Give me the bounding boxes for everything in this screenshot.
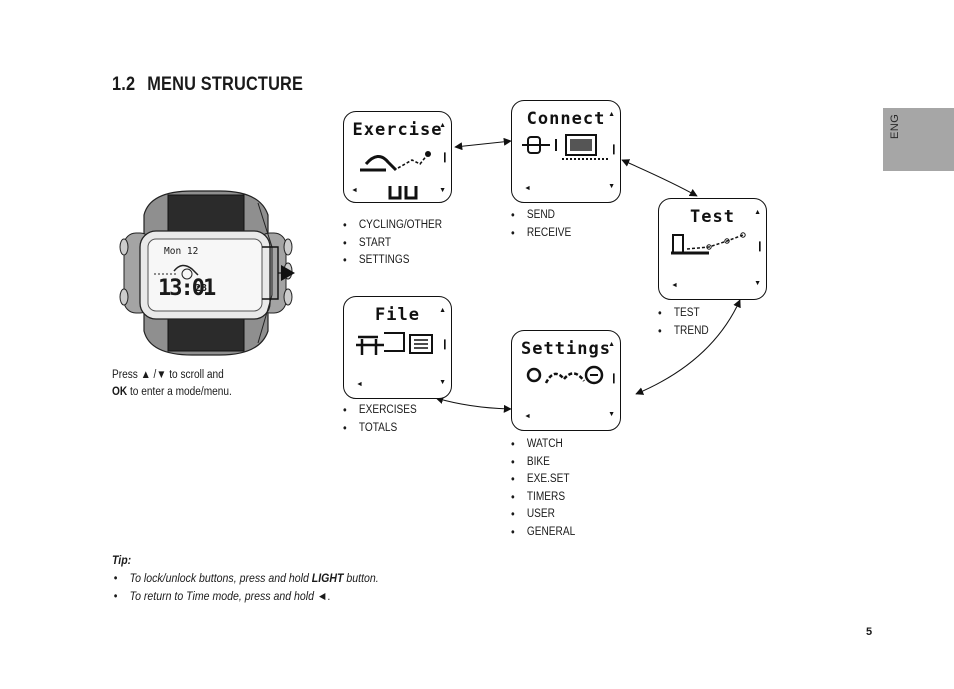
navigation-caption: Press ▲ /▼ to scroll and OK to enter a m…: [112, 367, 262, 400]
file-menu-screen[interactable]: File ▲ ▼ ◄ ❙: [343, 296, 452, 399]
up-arrow-icon: ▲: [439, 307, 446, 314]
arrow-test-settings: [635, 299, 741, 395]
file-title: File: [375, 305, 420, 325]
settings-title: Settings: [521, 339, 611, 359]
caption-text: to enter a mode/menu.: [129, 385, 232, 398]
select-indicator-icon: ❙: [755, 241, 764, 252]
test-title: Test: [690, 207, 735, 227]
watch-time: 13:01: [158, 276, 216, 301]
list-item: TEST: [658, 305, 709, 323]
list-item: EXERCISES: [343, 402, 417, 420]
back-arrow-icon: ◄: [524, 413, 531, 420]
file-icon: [356, 332, 433, 355]
list-item: TOTALS: [343, 420, 417, 438]
list-item: BIKE: [511, 454, 575, 472]
list-item: START: [343, 235, 442, 253]
section-heading: 1.2 MENU STRUCTURE: [112, 74, 303, 96]
list-item: CYCLING/OTHER: [343, 217, 442, 235]
caption-text: to scroll and: [169, 369, 224, 381]
tip-line: To lock/unlock buttons, press and hold L…: [112, 570, 379, 588]
tip-heading: Tip:: [112, 553, 132, 567]
page-number: 5: [866, 626, 873, 638]
back-arrow-icon: ◄: [671, 282, 678, 289]
back-arrow-icon: ◄.: [316, 588, 331, 603]
arrow-exercise-connect: [454, 137, 512, 151]
watch-seconds: 28: [195, 283, 208, 294]
tip-text: To return to Time mode, press and hold: [129, 588, 315, 603]
up-arrow-icon: ▲: [140, 369, 151, 381]
back-arrow-icon: ◄: [356, 381, 363, 388]
connect-title: Connect: [526, 109, 606, 129]
list-item: SEND: [511, 207, 571, 225]
tip-text: To lock/unlock buttons, press and hold: [129, 570, 309, 585]
select-indicator-icon: ❙: [609, 373, 618, 384]
ok-button-label: OK: [112, 385, 128, 398]
list-item: EXE.SET: [511, 471, 575, 489]
exercise-title: Exercise: [352, 120, 443, 140]
list-item: WATCH: [511, 436, 575, 454]
caption-separator: /: [153, 369, 157, 381]
up-arrow-icon: ▲: [754, 209, 761, 216]
language-tab[interactable]: ENG: [883, 108, 954, 171]
section-title: MENU STRUCTURE: [147, 74, 304, 95]
cycling-icon: [360, 151, 431, 200]
back-arrow-icon: ◄: [351, 187, 358, 194]
down-arrow-icon: ▼: [608, 183, 615, 190]
test-menu-screen[interactable]: Test ▲ ▼ ◄ ❙: [658, 198, 767, 300]
list-item: USER: [511, 506, 575, 524]
arrow-file-settings: [435, 396, 512, 413]
list-item: TREND: [658, 323, 709, 341]
down-arrow-icon: ▼: [439, 187, 446, 194]
up-arrow-icon: ▲: [439, 122, 446, 129]
down-arrow-icon: ▼: [156, 369, 167, 381]
select-indicator-icon: ❙: [440, 339, 449, 350]
arrow-connect-test: [621, 159, 698, 197]
settings-icon: [526, 365, 604, 385]
list-item: TIMERS: [511, 489, 575, 507]
back-arrow-icon: ◄: [524, 185, 531, 192]
up-arrow-icon: ▲: [608, 111, 615, 118]
down-arrow-icon: ▼: [608, 411, 615, 418]
select-indicator-icon: ❙: [440, 152, 449, 163]
connect-menu-screen[interactable]: Connect ▲ ▼ ◄ ❙: [511, 100, 621, 203]
watch-day: Mon 12: [164, 246, 199, 257]
list-item: SETTINGS: [343, 252, 442, 270]
tip-box: Tip: To lock/unlock buttons, press and h…: [112, 552, 379, 605]
list-item: GENERAL: [511, 524, 575, 542]
down-arrow-icon: ▼: [439, 379, 446, 386]
tip-text: button.: [346, 570, 379, 585]
file-submenu-list: EXERCISES TOTALS: [343, 402, 417, 437]
section-number: 1.2: [112, 74, 136, 95]
caption-text: Press: [112, 369, 138, 381]
test-submenu-list: TEST TREND: [658, 305, 709, 340]
light-button-label: LIGHT: [311, 570, 344, 585]
down-arrow-icon: ▼: [754, 280, 761, 287]
connect-icon: [522, 134, 608, 160]
trend-icon: [671, 232, 746, 255]
exercise-submenu-list: CYCLING/OTHER START SETTINGS: [343, 217, 442, 270]
connect-submenu-list: SEND RECEIVE: [511, 207, 571, 242]
tip-line: To return to Time mode, press and hold ◄…: [112, 588, 379, 606]
list-item: RECEIVE: [511, 225, 571, 243]
watch-illustration: [119, 190, 295, 356]
settings-submenu-list: WATCH BIKE EXE.SET TIMERS USER GENERAL: [511, 436, 575, 542]
settings-menu-screen[interactable]: Settings ▲ ▼ ◄ ❙: [511, 330, 621, 431]
exercise-menu-screen[interactable]: Exercise ▲ ▼ ◄ ❙: [343, 111, 452, 203]
up-arrow-icon: ▲: [608, 341, 615, 348]
select-indicator-icon: ❙: [609, 144, 618, 155]
